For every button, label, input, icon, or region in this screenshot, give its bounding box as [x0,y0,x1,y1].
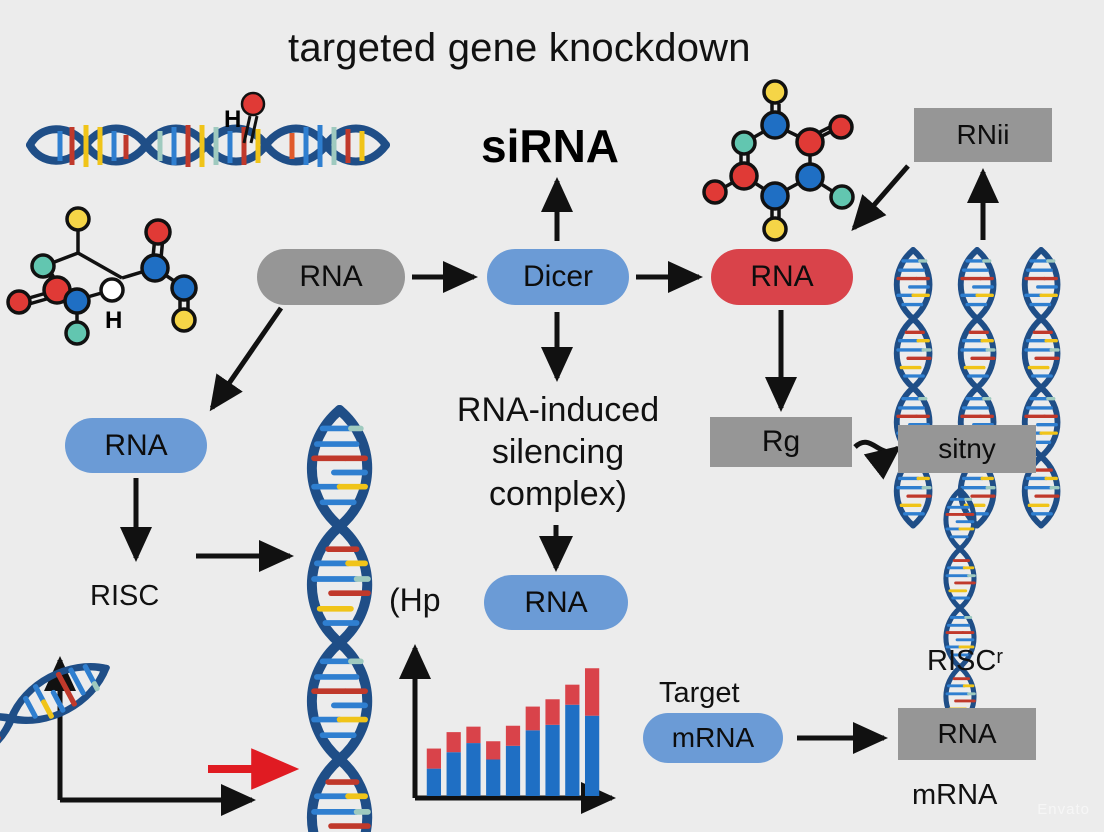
bar-blue-segment [584,715,600,796]
node-rnii[interactable]: RNii [914,108,1052,162]
sirna-label: siRNA [481,120,620,172]
node-rna-left[interactable]: RNA [65,418,207,473]
bar-blue-segment [545,724,560,796]
molecule-left [6,206,198,346]
node-label: sitny [938,433,996,464]
h-atom-marker-top [240,91,266,144]
bar-blue-segment [426,768,442,796]
helix-right-a [897,250,930,526]
arrow-molecule-to-rnii-area [851,164,910,232]
bar-blue-segment [505,745,521,796]
helix-right-b [961,250,994,526]
bar-blue-segment [486,759,501,796]
node-label: RNA [750,260,814,293]
node-sitny[interactable]: sitny [898,425,1036,473]
axes-left-plot [43,655,257,816]
node-label: Dicer [522,260,593,293]
hp-fragment-label: (Hp [389,582,441,618]
helix-right-c [1025,250,1058,526]
bar-blue-segment [525,730,540,796]
risc-expansion-line-3: complex) [489,474,627,513]
helix-top-left [30,125,386,167]
node-label: mRNA [671,722,755,753]
risc-left-label: RISC [90,580,160,612]
bar-red-segment [584,668,600,716]
node-rg[interactable]: Rg [710,417,852,467]
node-label: RNA [104,428,168,462]
node-target-mrna[interactable]: mRNA [643,713,783,763]
risc-expansion-text: RNA-induced silencing complex) [427,390,689,515]
bar-red-segment [565,684,580,705]
risc-expansion-line-2: silencing [491,432,625,471]
node-label: RNA [937,718,997,749]
h-atom-top-label: H [224,106,242,133]
arrow-rna-to-rna-left [209,306,284,412]
bar-red-segment [446,732,461,753]
axes-bar-chart [398,643,617,814]
bar-red-segment [486,741,501,760]
bar-blue-segment [565,704,580,796]
node-rna-risc-out[interactable]: RNA [484,575,628,630]
molecule-right [702,79,855,242]
node-rna-red[interactable]: RNA [711,249,853,305]
watermark: Envato [1037,801,1090,818]
bar-red-segment [545,699,560,725]
helix-center-vertical [312,410,368,832]
node-label: Rg [761,425,801,458]
bar-red-segment [466,726,481,744]
helix-plot-diagonal [0,652,114,832]
bar-blue-segment [466,743,481,796]
node-label: RNii [956,119,1010,150]
bar-blue-segment [446,752,461,796]
helix-risc-small [946,490,974,726]
node-label: RNA [299,260,363,293]
mrna-bottom-label: mRNA [912,779,998,811]
node-rna-source[interactable]: RNA [257,249,405,305]
node-label: RNA [524,585,588,619]
bar-red-segment [505,725,521,746]
bar-chart-bars [426,668,600,796]
node-rna-mrna-out[interactable]: RNA [898,708,1036,760]
risc-expansion-line-1: RNA-induced [456,391,660,429]
bar-red-segment [426,748,442,769]
node-dicer[interactable]: Dicer [487,249,629,305]
page-title: targeted gene knockdown [288,26,751,70]
bar-red-segment [525,706,540,731]
risc-right-label: RISCʳ [927,645,1004,677]
arrow-rg-to-sitny [853,439,902,480]
h-atom-molecule-label: H [105,307,123,334]
target-overlay-label: Target [659,677,740,709]
